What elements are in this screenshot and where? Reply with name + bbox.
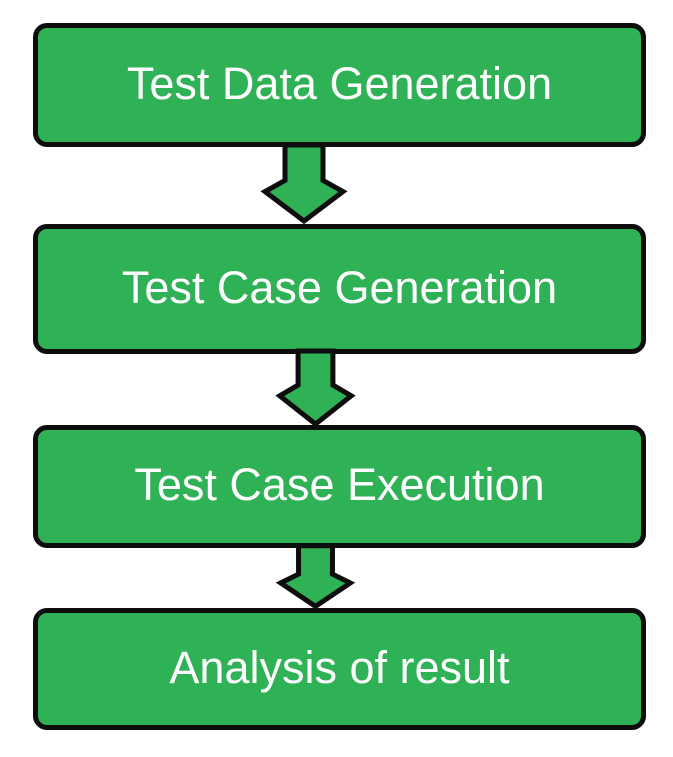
down-arrow-icon [278,545,353,608]
down-arrow-icon [277,350,354,426]
flow-step-label: Test Case Generation [121,261,558,313]
flow-step-label: Test Data Generation [126,57,553,109]
down-arrow-shape [280,351,352,424]
flow-step-label: Analysis of result [169,641,510,693]
flow-step-label: Test Case Execution [134,459,545,510]
down-arrow-shape [281,546,351,607]
flow-step-test-data-generation: Test Data Generation [33,23,646,147]
flow-step-test-case-generation: Test Case Generation [33,224,646,354]
flow-step-analysis-of-result: Analysis of result [33,608,646,730]
down-arrow-shape [265,145,343,221]
flow-step-test-case-execution: Test Case Execution [33,425,646,548]
down-arrow-icon [262,144,346,223]
